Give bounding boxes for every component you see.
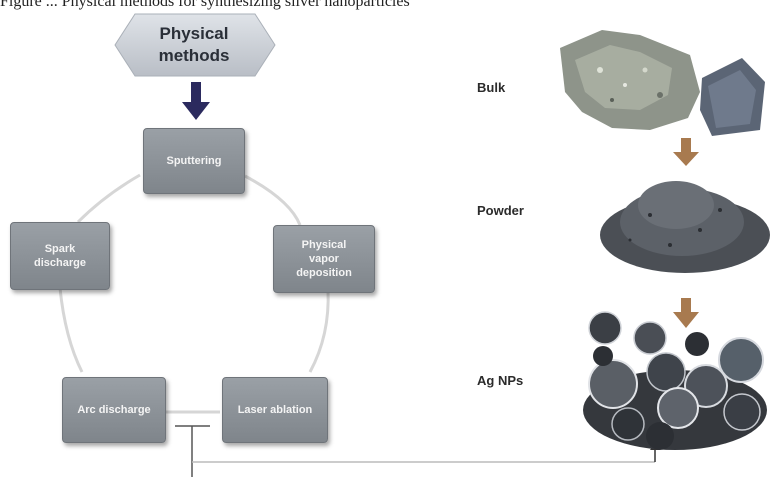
down-arrow-icon [182,82,210,120]
method-box-laser-ablation: Laser ablation [222,377,328,443]
ring-arc-pvd-to-laser [308,289,330,373]
method-box-sputtering: Sputtering [143,128,245,194]
method-box-arc-discharge: Arc discharge [62,377,166,443]
ring-arc-sputtering-to-pvd [244,174,302,226]
caption-text: Figure ... Physical methods for synthesi… [0,0,410,10]
ring-arc-spark-to-sputtering [76,173,141,224]
powder-pile-icon [600,181,770,273]
stage-label-powder: Powder [477,203,524,218]
stage-label-ag-nps: Ag NPs [477,373,524,388]
clipped-caption: Figure ... Physical methods for synthesi… [0,0,775,12]
bulk-rock-icon [560,30,765,136]
brown-arrow-icon-2 [673,298,699,328]
nanoparticles-icon [583,311,767,450]
brown-arrow-icon-1 [673,138,699,166]
stage-label-bulk: Bulk [477,80,506,95]
method-box-physical-vapor-deposition: Physical vapor deposition [273,225,375,293]
ring-arc-spark-to-arc [58,287,84,373]
physical-methods-hexagon: Physical methods [158,24,230,65]
method-box-spark-discharge: Spark discharge [10,222,110,290]
hexagon-shape [114,13,276,77]
